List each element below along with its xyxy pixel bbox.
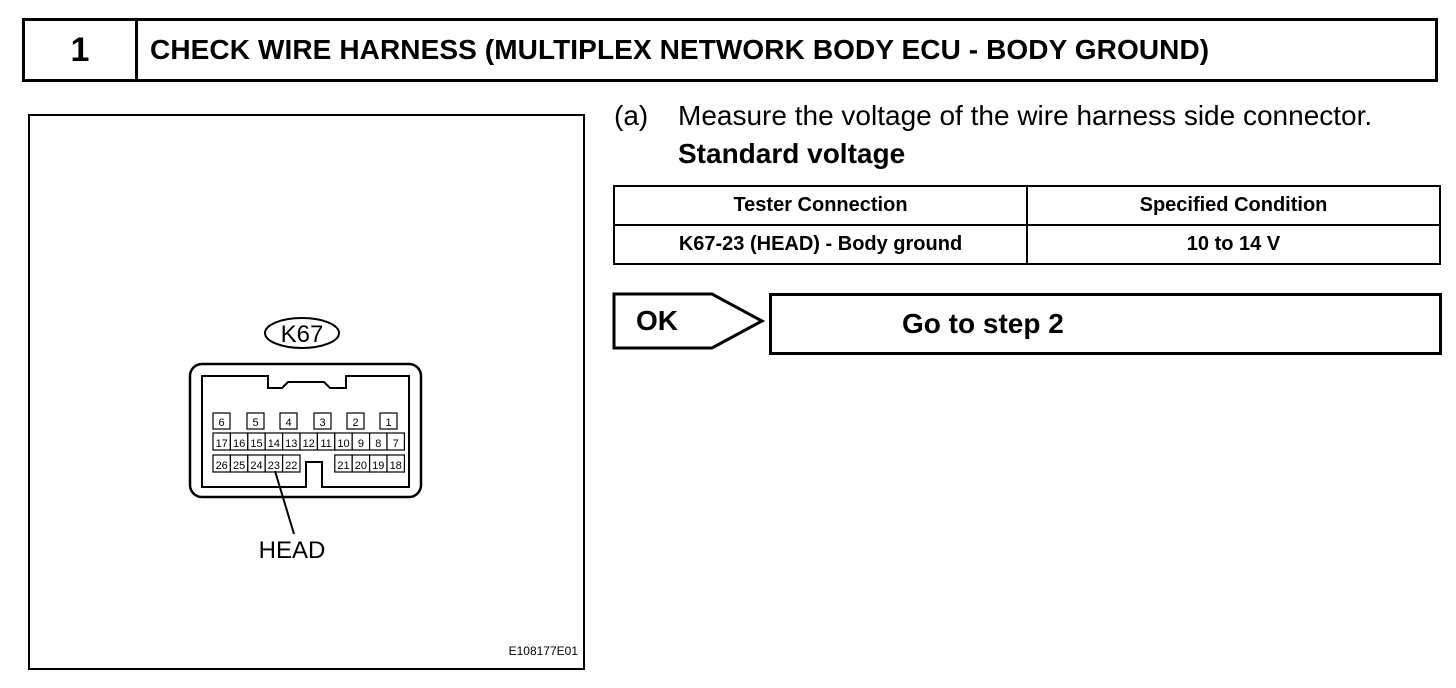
- pin-label: 15: [250, 438, 262, 450]
- pin-cell: [313, 412, 332, 430]
- pin-label: 17: [216, 438, 228, 450]
- instruction-text: Measure the voltage of the wire harness …: [678, 100, 1373, 131]
- pin-cell: [386, 432, 405, 451]
- pin-label: 25: [233, 460, 245, 472]
- pin-label: 9: [358, 438, 364, 450]
- pin-cell: [282, 454, 301, 473]
- ok-arrow-shape: [612, 292, 766, 350]
- connector-inner-outline: [201, 375, 410, 488]
- pin-label: 14: [268, 438, 280, 450]
- instruction-line: (a) Measure the voltage of the wire harne…: [614, 100, 1372, 132]
- pin-label: 19: [372, 460, 384, 472]
- connector-id-ellipse: [264, 317, 340, 349]
- pointer-label: HEAD: [259, 537, 326, 564]
- pin-cell: [379, 412, 398, 430]
- pin-label: 16: [233, 438, 245, 450]
- table-cell: K67-23 (HEAD) - Body ground: [613, 224, 1028, 265]
- connector-id-label: K67: [281, 321, 324, 348]
- result-action: Go to step 2: [902, 308, 1064, 339]
- pin-label: 4: [285, 417, 291, 429]
- spec-table: Tester Connection Specified Condition K6…: [613, 185, 1441, 265]
- table-row: K67-23 (HEAD) - Body ground 10 to 14 V: [613, 224, 1441, 265]
- pin-label: 26: [216, 460, 228, 472]
- table-header: Specified Condition: [1026, 185, 1441, 226]
- step-number: 1: [25, 21, 138, 79]
- pin-label: 13: [285, 438, 297, 450]
- pin-label: 8: [375, 438, 381, 450]
- pin-label: 21: [337, 460, 349, 472]
- step-header: 1 CHECK WIRE HARNESS (MULTIPLEX NETWORK …: [22, 18, 1438, 82]
- pin-label: 7: [393, 438, 399, 450]
- pin-label: 20: [355, 460, 367, 472]
- figure-code: E108177E01: [509, 644, 579, 658]
- pin-label: 3: [319, 417, 325, 429]
- pin-label: 24: [250, 460, 262, 472]
- pin-cell: [212, 412, 231, 430]
- pin-label: 11: [320, 438, 331, 450]
- ok-arrow: OK: [612, 292, 766, 350]
- pin-label: 2: [352, 417, 358, 429]
- table-cell: 10 to 14 V: [1026, 224, 1441, 265]
- table-header-row: Tester Connection Specified Condition: [613, 185, 1441, 226]
- pin-label: 23: [268, 460, 280, 472]
- pin-cell: [246, 412, 265, 430]
- pin-label: 12: [303, 438, 315, 450]
- pin-label: 18: [390, 460, 402, 472]
- pin-cell: [279, 412, 298, 430]
- pin-cell: [386, 454, 405, 473]
- pointer-line: [274, 470, 295, 535]
- table-header: Tester Connection: [613, 185, 1028, 226]
- standard-voltage-heading: Standard voltage: [678, 138, 906, 169]
- result-box: Go to step 2: [769, 293, 1442, 355]
- step-title: CHECK WIRE HARNESS (MULTIPLEX NETWORK BO…: [150, 34, 1210, 65]
- ok-label: OK: [636, 305, 678, 336]
- pin-cell: [346, 412, 365, 430]
- pin-label: 1: [385, 417, 391, 429]
- pin-label: 5: [252, 417, 258, 429]
- pin-label: 10: [337, 438, 349, 450]
- pin-label: 22: [285, 460, 297, 472]
- pin-label: 6: [218, 417, 224, 429]
- instruction-lead: (a): [614, 100, 649, 131]
